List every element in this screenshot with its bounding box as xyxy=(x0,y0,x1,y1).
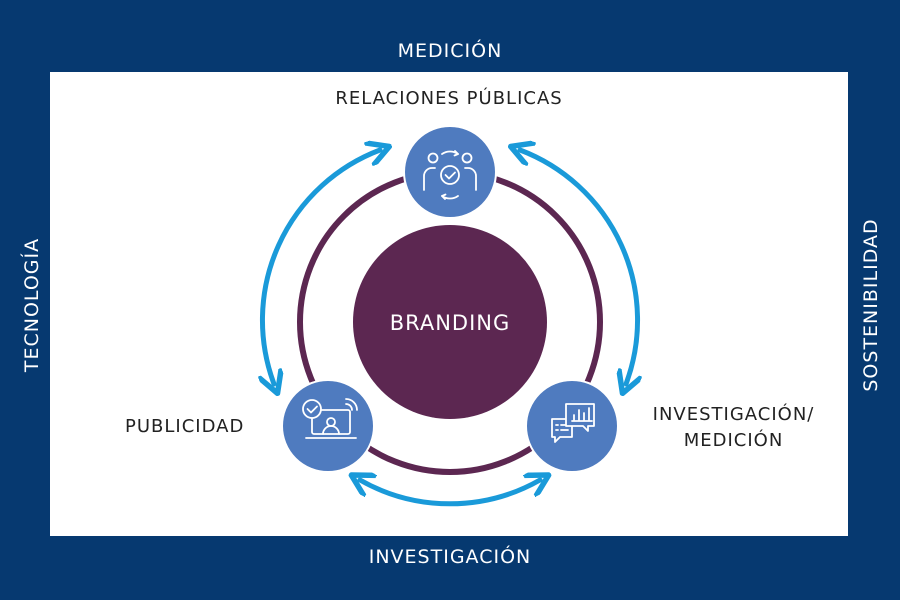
branding-circle xyxy=(353,225,547,419)
frame-label-top: MEDICIÓN xyxy=(397,40,503,62)
arrow-rp-investigacion xyxy=(520,150,638,384)
frame-label-bottom: INVESTIGACIÓN xyxy=(368,546,532,568)
cycle-diagram: BRANDING xyxy=(50,125,848,507)
branding-label: BRANDING xyxy=(390,311,511,335)
label-relaciones-publicas: RELACIONES PÚBLICAS xyxy=(335,88,563,109)
node-publicidad xyxy=(281,379,375,473)
chat-chart-icon xyxy=(551,403,595,443)
frame-label-left: TECNOLOGÍA xyxy=(21,237,43,373)
label-investigacion-line2: MEDICIÓN xyxy=(683,430,784,451)
arrow-publicidad-investigacion xyxy=(360,480,540,507)
label-investigacion-medicion: INVESTIGACIÓN/ MEDICIÓN xyxy=(646,402,821,454)
label-publicidad: PUBLICIDAD xyxy=(125,416,245,437)
diagram-panel: BRANDING xyxy=(50,72,848,536)
laptop-user-check-icon xyxy=(302,398,358,439)
label-investigacion-line1: INVESTIGACIÓN/ xyxy=(652,404,815,425)
node-investigacion-medicion xyxy=(525,379,619,473)
arrow-rp-publicidad xyxy=(262,150,380,384)
frame-label-right: SOSTENIBILIDAD xyxy=(860,218,882,392)
node-relaciones-publicas xyxy=(403,125,497,219)
people-check-icon xyxy=(423,150,477,200)
